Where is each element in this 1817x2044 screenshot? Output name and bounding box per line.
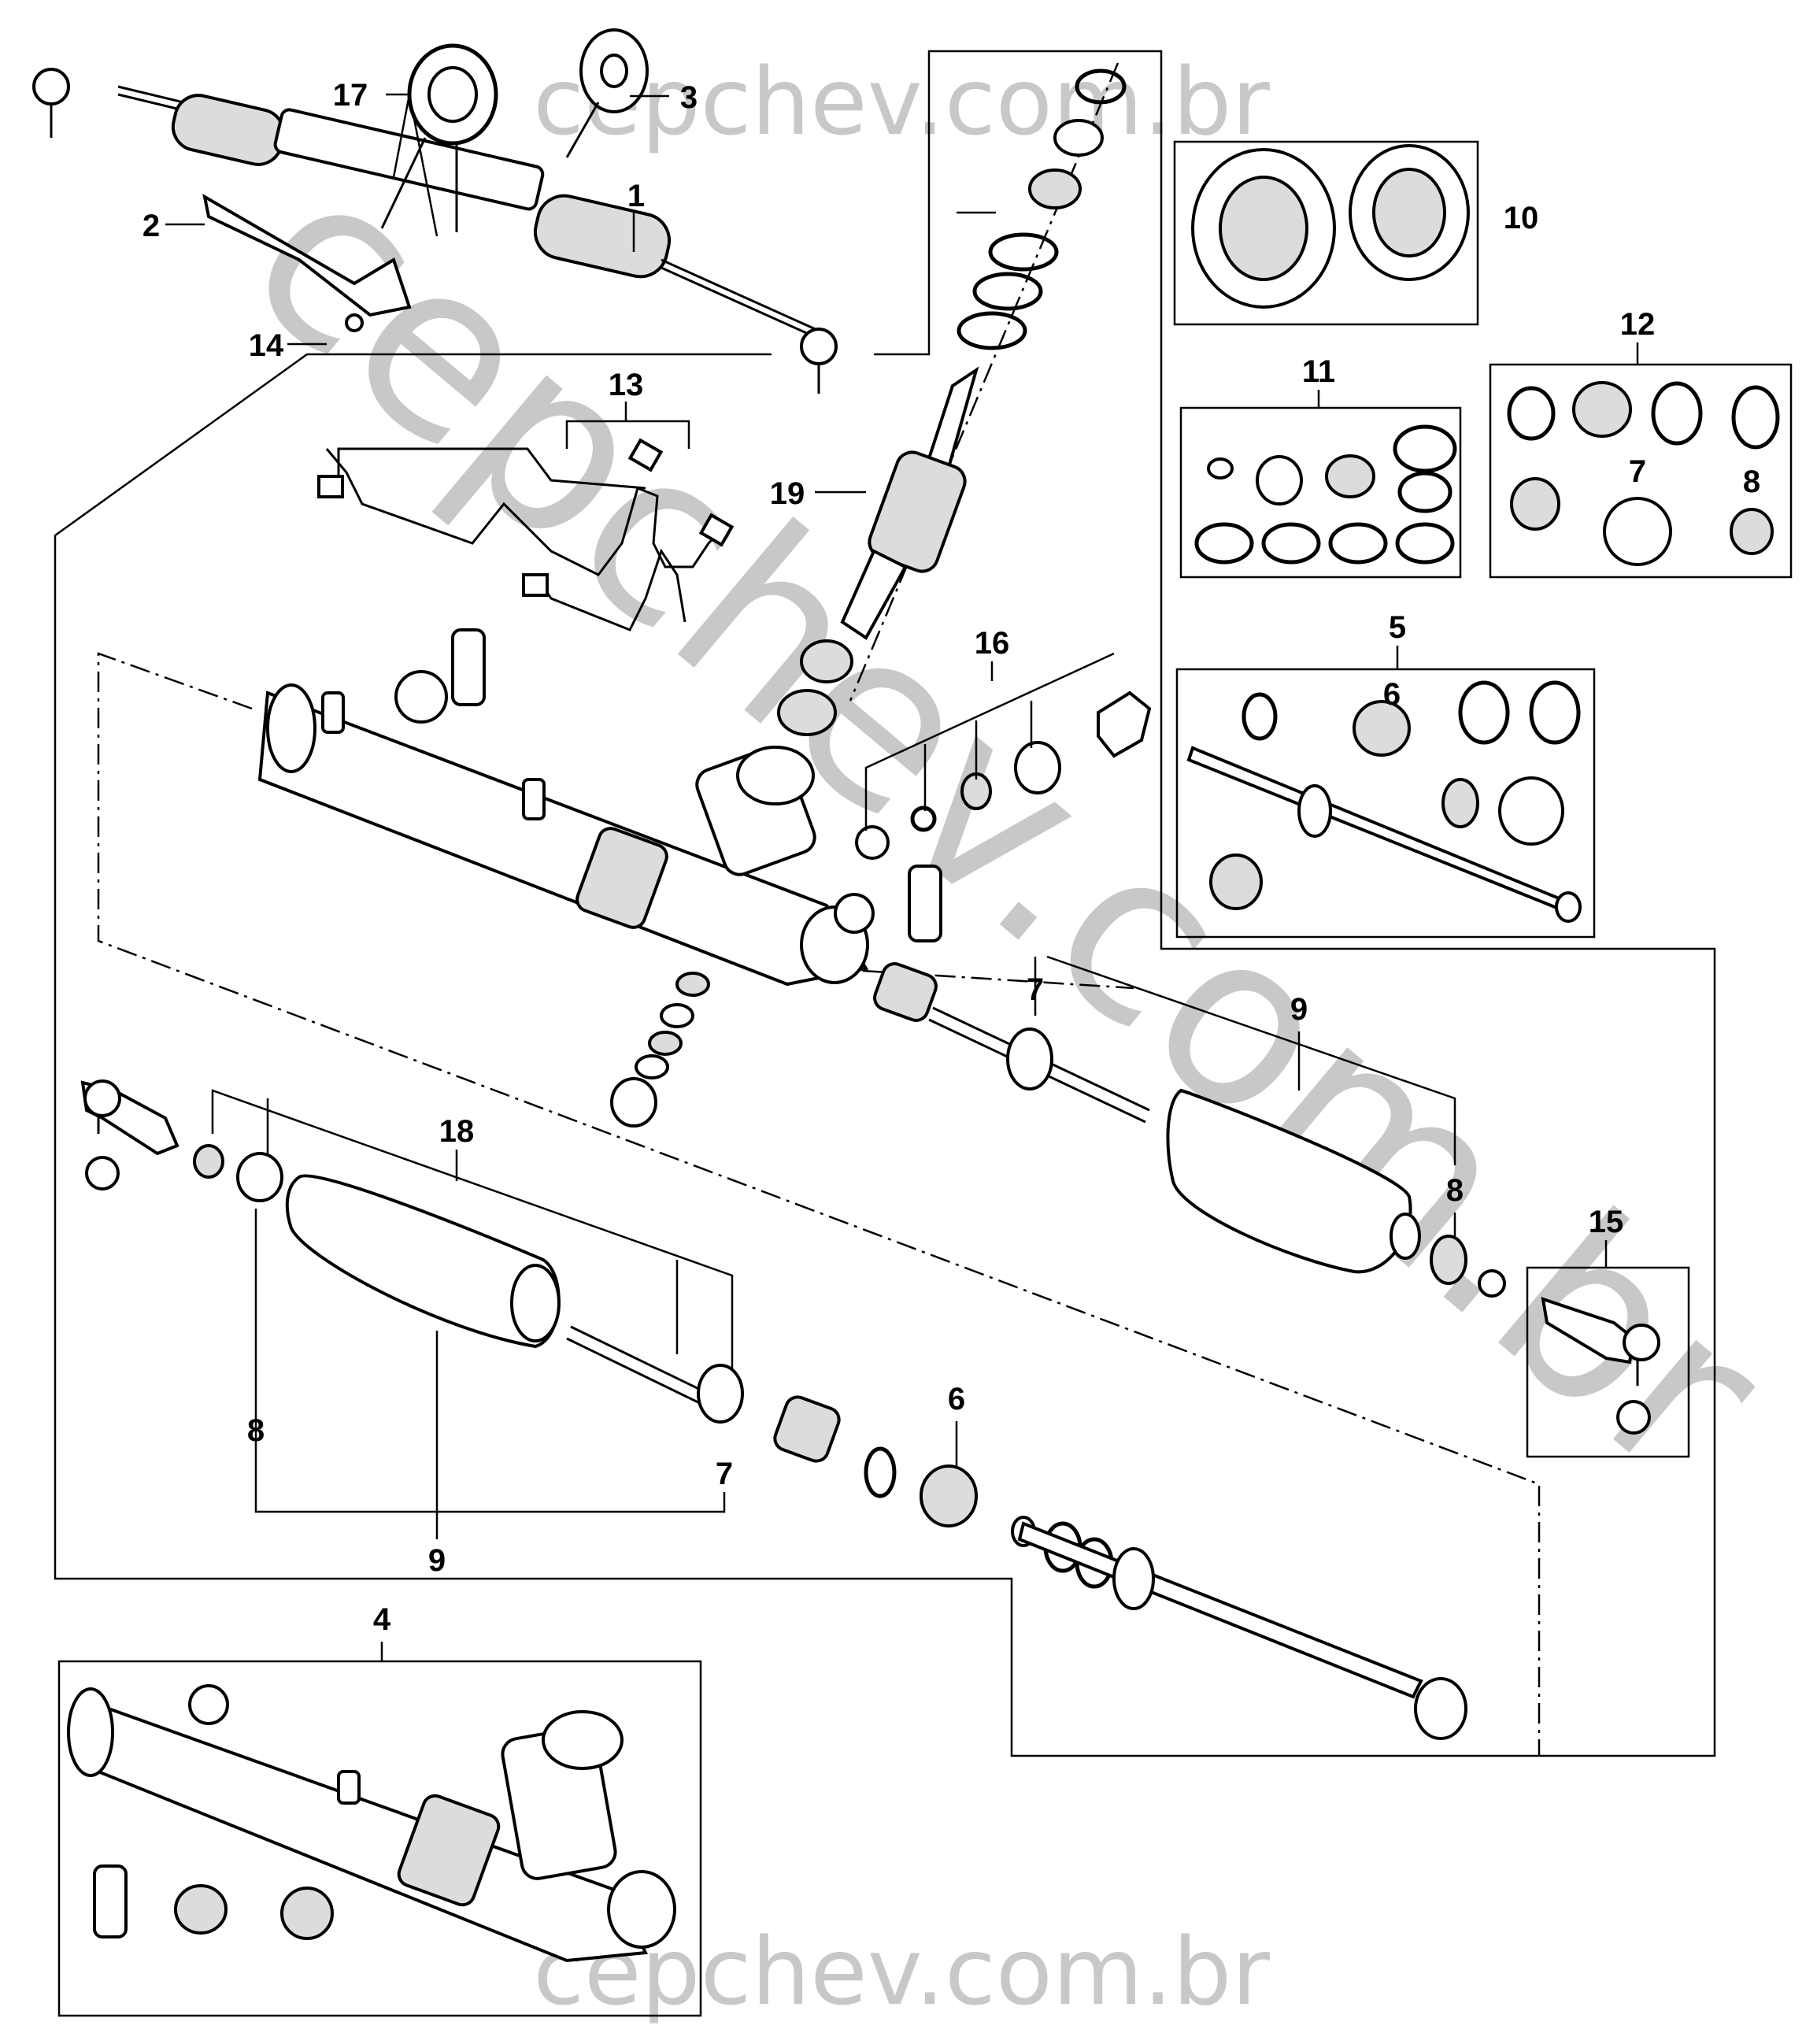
callout-8c: 8 (247, 1413, 265, 1448)
callout-6a: 6 (1383, 677, 1401, 712)
callout-1: 1 (627, 179, 645, 213)
watermark-top: cepchev.com.br (533, 47, 1270, 156)
callout-2: 2 (142, 209, 160, 243)
kit-box-5 (1175, 668, 1596, 939)
seal-kit-12 (1507, 381, 1780, 566)
seal-set-16 (855, 691, 1152, 860)
lower-rack-bar (1011, 1516, 1467, 1740)
bearing-kit (1191, 144, 1470, 309)
callout-7c: 7 (716, 1457, 733, 1491)
alignment-lines (97, 62, 1541, 1756)
callout-7b: 7 (1027, 972, 1044, 1007)
pressure-lines (317, 438, 735, 631)
callout-16: 16 (975, 626, 1010, 661)
kit-box-4 (57, 1660, 702, 2017)
callout-6b: 6 (948, 1382, 965, 1416)
tie-rod-end-15 (1541, 1297, 1660, 1435)
callout-11: 11 (1302, 354, 1335, 389)
callout-17: 17 (333, 78, 368, 113)
callout-8a: 8 (1743, 465, 1760, 499)
callout-4: 4 (373, 1602, 391, 1637)
callout-9b: 9 (428, 1543, 446, 1578)
callout-10: 10 (1504, 201, 1539, 235)
housing-fittings (321, 628, 942, 942)
rack-housing (257, 670, 875, 987)
leader-lines (165, 93, 1639, 1661)
kit-box-12 (1489, 363, 1793, 579)
complete-rack-assembly (32, 28, 838, 394)
callout-12: 12 (1620, 307, 1656, 342)
callout-14: 14 (249, 328, 284, 363)
callout-18: 18 (439, 1114, 475, 1149)
rack-bar-kit (1186, 680, 1582, 923)
callout-3: 3 (680, 80, 698, 115)
callout-19: 19 (770, 476, 805, 511)
right-tie-rod-assembly (873, 962, 1506, 1298)
callout-9a: 9 (1290, 992, 1308, 1027)
seal-kit-11 (1194, 424, 1457, 565)
callout-7a: 7 (1629, 454, 1646, 489)
kit-box-10 (1173, 140, 1479, 326)
left-tie-rod-assembly (80, 1079, 978, 1527)
callout-15: 15 (1589, 1205, 1624, 1239)
valve-stack (610, 972, 710, 1128)
callout-5: 5 (1389, 610, 1406, 645)
callout-13: 13 (609, 368, 644, 402)
kit-box-11 (1179, 406, 1462, 579)
housing-kit-4 (67, 1684, 676, 1963)
pinion-stack (777, 69, 1127, 736)
callout-8b: 8 (1446, 1173, 1464, 1208)
callouts: 1 2 3 17 14 13 19 10 11 12 7 8 5 6 16 7 … (142, 78, 1760, 1637)
assembly-outline (54, 50, 1716, 1757)
kit-box-15 (1526, 1266, 1690, 1458)
